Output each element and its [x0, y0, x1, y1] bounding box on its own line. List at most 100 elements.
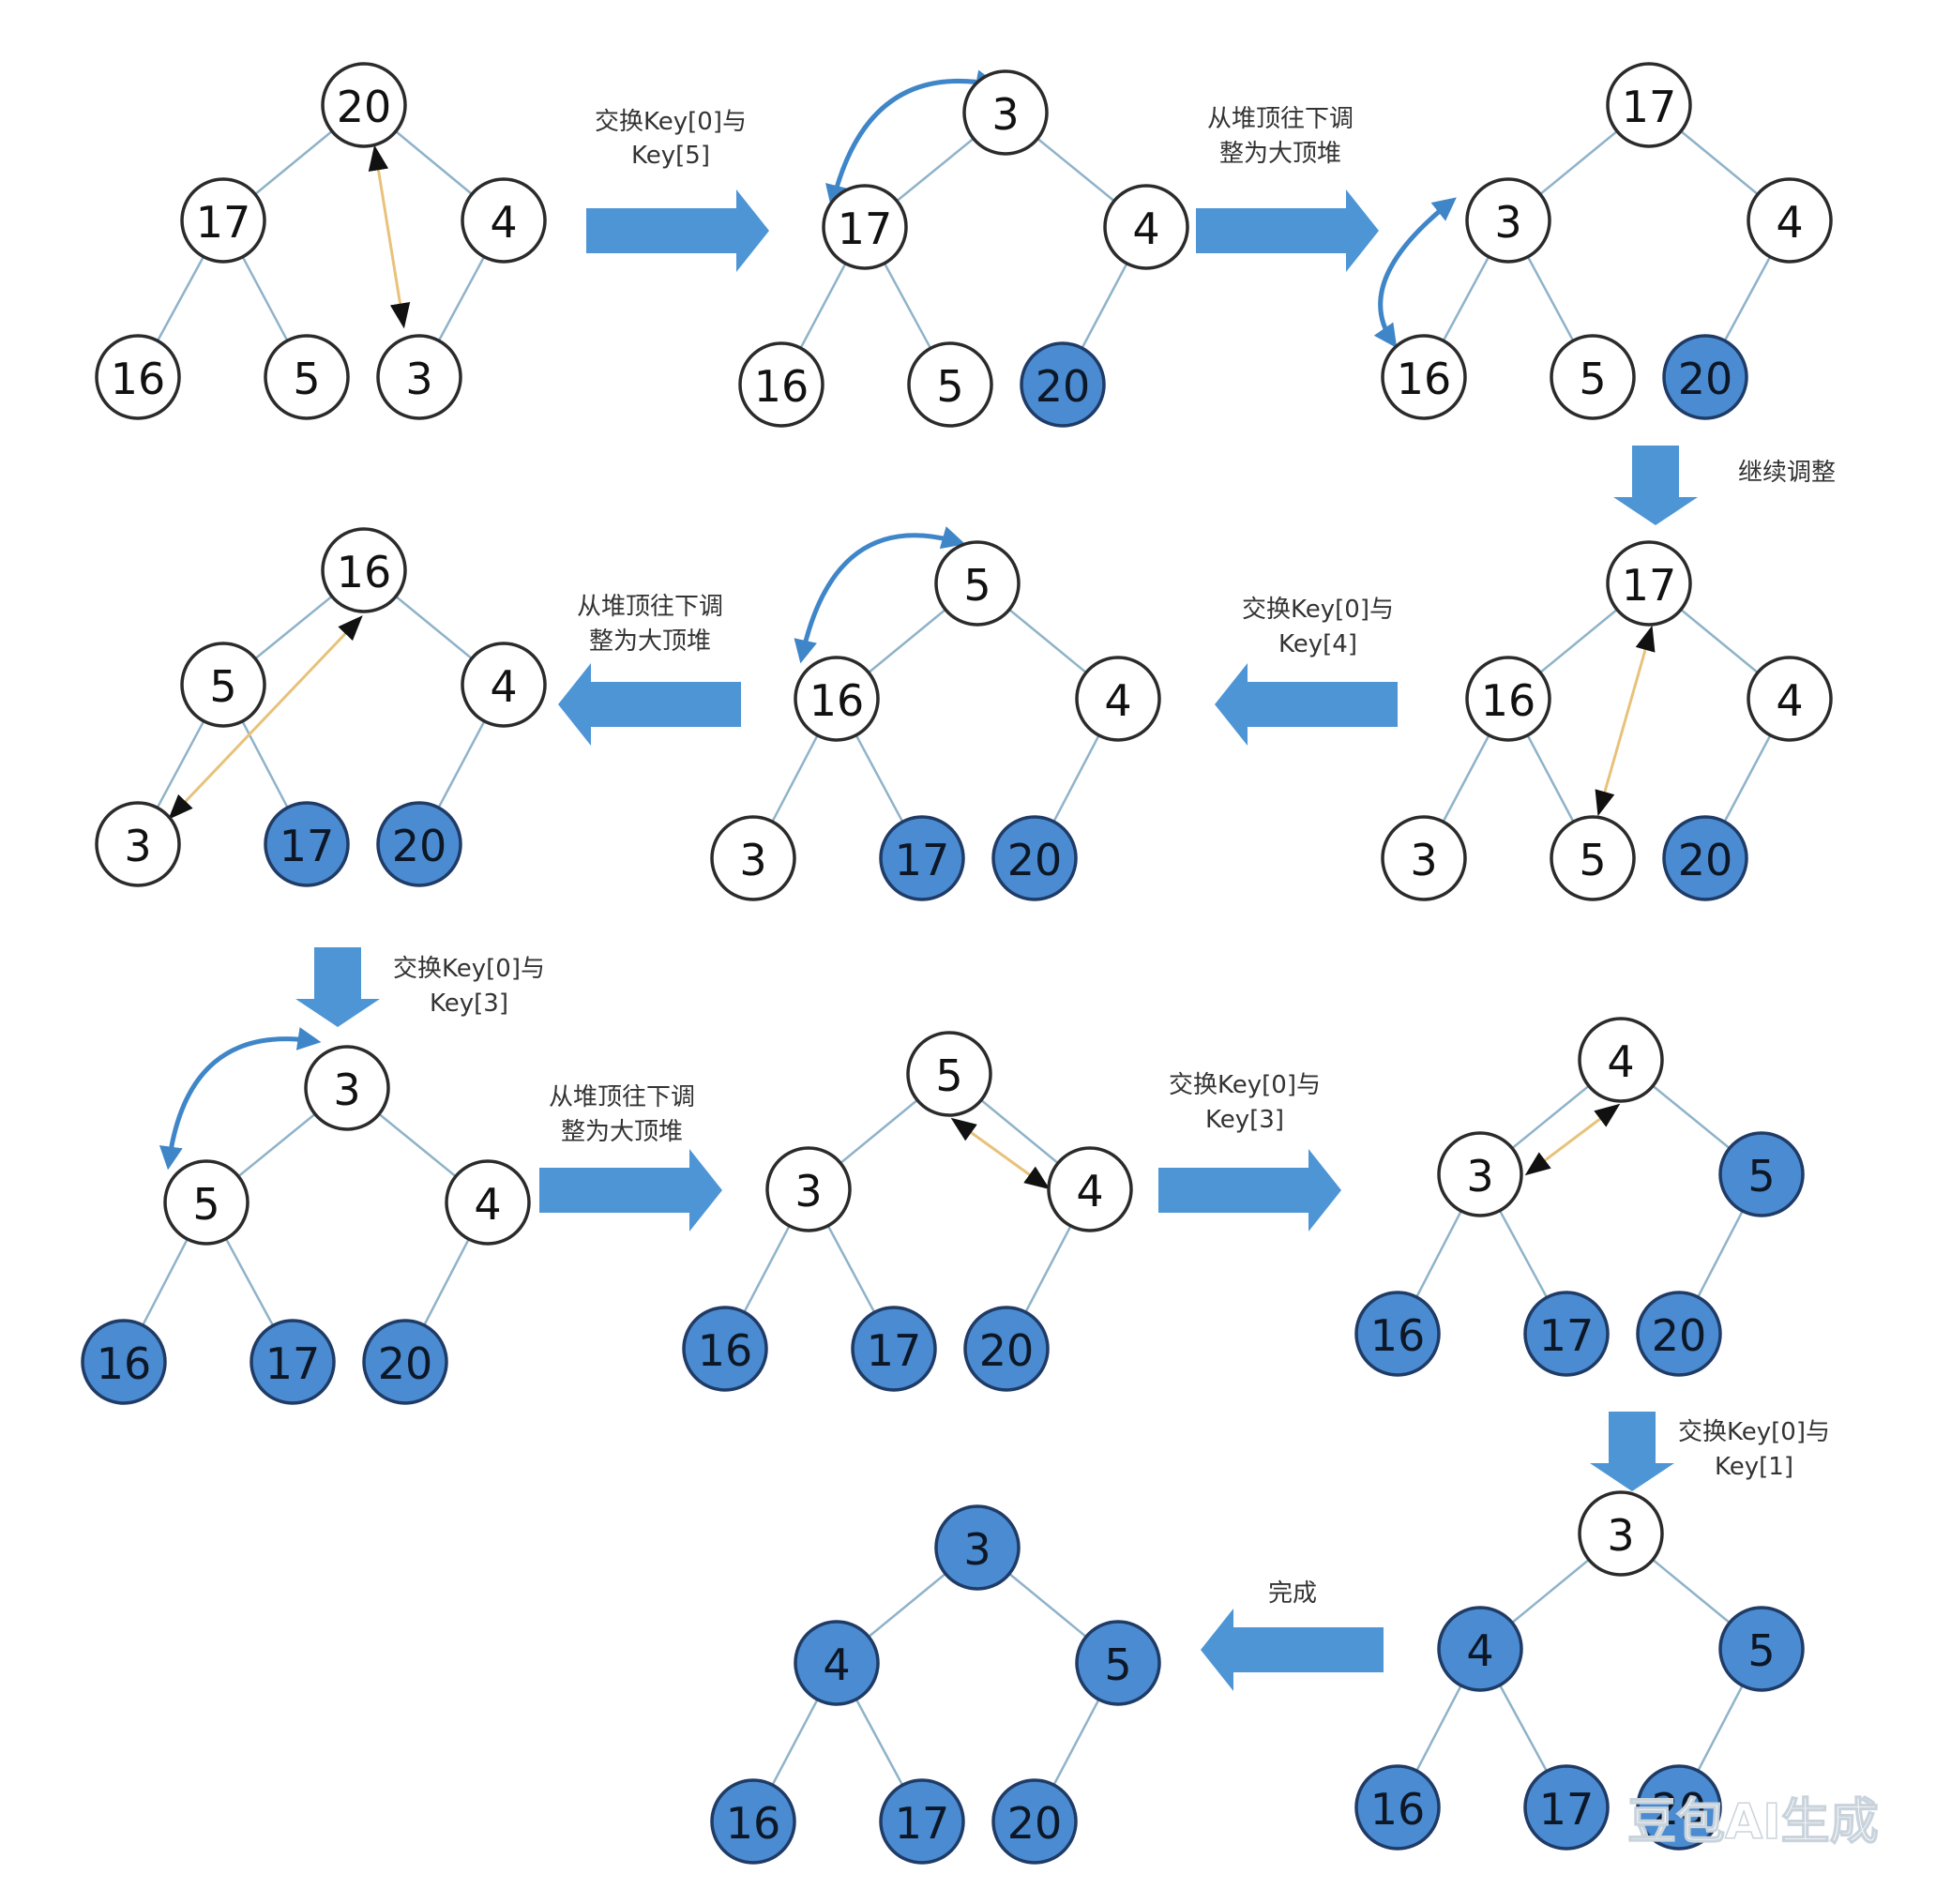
tree-edge: [868, 608, 946, 674]
node-circle: [1578, 1490, 1664, 1577]
heap-node: 3: [1465, 177, 1551, 264]
heap-node: 16: [1381, 334, 1467, 420]
step-arrow-down-3: [1590, 1412, 1674, 1491]
node-value: 17: [1539, 1310, 1595, 1361]
node-value: 5: [1579, 835, 1606, 885]
sorted-node: 16: [710, 1778, 796, 1865]
node-circle: [1465, 656, 1551, 742]
tree-edge: [826, 1225, 876, 1313]
heap-node: 16: [738, 341, 824, 428]
tree-edge: [980, 1098, 1059, 1165]
node-circle: [321, 62, 407, 148]
node-value: 17: [280, 821, 335, 871]
node-value: 4: [1776, 675, 1803, 726]
swap-marker-1: [368, 144, 411, 329]
tree-edge: [1415, 1685, 1462, 1772]
step-arrow-left-2: [558, 663, 741, 746]
sorted-node: 20: [1020, 341, 1106, 428]
tree-edge: [1008, 1572, 1087, 1639]
step-arrow-right-1: [586, 189, 769, 272]
node-circle: [1662, 334, 1748, 420]
tree-edge: [1526, 256, 1575, 341]
tree-edge: [1526, 734, 1575, 823]
label-line: 从堆顶往下调: [1207, 105, 1354, 133]
heap-node: 4: [1747, 656, 1833, 742]
node-circle: [250, 1319, 336, 1405]
node-circle: [794, 1620, 880, 1706]
node-value: 5: [1747, 1151, 1775, 1201]
label-line: 交换Key[0]与: [1242, 596, 1394, 624]
tree-edge: [896, 137, 975, 203]
sorted-node: 20: [1636, 1291, 1722, 1377]
tree-edge: [1052, 1699, 1100, 1786]
tree-edge: [1498, 1210, 1549, 1298]
node-value: 4: [1607, 1036, 1634, 1087]
node-value: 4: [490, 197, 517, 248]
tree-edge: [1539, 608, 1618, 674]
node-circle: [1437, 1131, 1523, 1217]
node-circle: [81, 1319, 167, 1405]
node-circle: [376, 801, 462, 887]
node-value: 16: [754, 361, 809, 412]
label-adjust2: 从堆顶往下调 整为大顶堆: [577, 593, 723, 656]
swap-curve-4: [159, 1027, 322, 1171]
sorted-node: 20: [1662, 815, 1748, 901]
node-circle: [376, 334, 462, 420]
sorted-node: 17: [1523, 1764, 1610, 1851]
step-arrow-left-1: [1215, 663, 1398, 746]
tree-edge: [224, 1238, 275, 1326]
node-circle: [1747, 177, 1833, 264]
node-value: 5: [935, 1050, 962, 1101]
node-value: 5: [963, 560, 991, 611]
label-adjust3: 从堆顶往下调 整为大顶堆: [549, 1083, 695, 1146]
sorted-node: 16: [1354, 1764, 1441, 1851]
node-value: 5: [1104, 1640, 1131, 1690]
heap-node: 4: [1578, 1017, 1664, 1103]
label-swap4: 交换Key[0]与 Key[4]: [1242, 596, 1394, 658]
node-value: 5: [192, 1179, 219, 1230]
heap-node: 4: [461, 642, 547, 728]
sorted-node: 17: [851, 1306, 937, 1392]
tree-edge: [437, 256, 486, 341]
sorted-node: 17: [264, 801, 350, 887]
heap-node: 5: [906, 1031, 992, 1117]
node-circle: [461, 642, 547, 728]
node-circle: [1550, 334, 1636, 420]
node-circle: [1636, 1764, 1722, 1851]
node-value: 16: [111, 354, 166, 404]
sorted-node: 16: [81, 1319, 167, 1405]
node-circle: [738, 341, 824, 428]
heap-node: 3: [710, 815, 796, 901]
node-value: 16: [1397, 354, 1452, 404]
node-circle: [906, 1031, 992, 1117]
label-line: Key[4]: [1278, 630, 1357, 658]
heap-node: 4: [1747, 177, 1833, 264]
label-line: 交换Key[0]与: [595, 108, 747, 136]
heap-node: 4: [445, 1159, 531, 1246]
tree-edge: [1680, 129, 1759, 196]
node-value: 5: [1747, 1625, 1775, 1676]
label-line: 完成: [1268, 1579, 1317, 1608]
swap-marker-3: [168, 615, 363, 820]
node-circle: [879, 815, 965, 901]
node-circle: [1523, 1291, 1610, 1377]
tree-edge: [1652, 1558, 1731, 1624]
tree-edge: [156, 256, 205, 341]
label-line: 继续调整: [1738, 459, 1836, 487]
tree-edge: [855, 734, 904, 823]
node-value: 17: [867, 1325, 922, 1376]
heap-node: 5: [163, 1159, 250, 1246]
tree-edge: [395, 130, 473, 195]
node-value: 5: [209, 661, 236, 712]
node-value: 3: [1607, 1510, 1634, 1561]
node-value: 20: [337, 82, 392, 132]
node-circle: [934, 540, 1021, 627]
tree-edge: [437, 720, 486, 808]
label-swap3b: 交换Key[0]与 Key[3]: [1169, 1071, 1321, 1134]
